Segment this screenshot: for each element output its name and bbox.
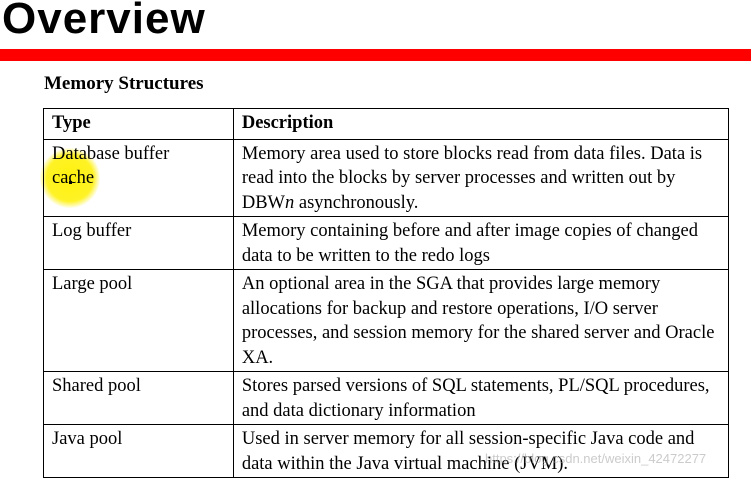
row-description-cell: An optional area in the SGA that provide… bbox=[232, 269, 730, 372]
row-type-cell: Log buffer bbox=[43, 216, 234, 270]
table-row: Shared pool Stores parsed versions of SQ… bbox=[43, 371, 730, 425]
row-type-cell: Large pool bbox=[43, 269, 234, 372]
row-type-cell: Shared pool bbox=[43, 371, 234, 425]
table-header-row: Type Description bbox=[43, 108, 730, 140]
table-row: Java pool Used in server memory for all … bbox=[43, 424, 730, 478]
column-header-description: Description bbox=[232, 108, 730, 140]
watermark-text: https://blog.csdn.net/weixin_42472277 bbox=[485, 451, 707, 466]
row-description-cell: Memory containing before and after image… bbox=[232, 216, 730, 270]
description-text: Memory area used to store blocks read fr… bbox=[241, 143, 703, 213]
mouse-cursor-icon bbox=[69, 181, 72, 184]
row-description-cell: Used in server memory for all session-sp… bbox=[232, 424, 730, 478]
section-heading: Memory Structures bbox=[44, 73, 204, 94]
table-row: Large pool An optional area in the SGA t… bbox=[43, 269, 730, 372]
row-description-cell: Memory area used to store blocks read fr… bbox=[232, 138, 730, 217]
table-row: Log buffer Memory containing before and … bbox=[43, 216, 730, 270]
slide-title: Overview bbox=[2, 0, 206, 43]
row-type-cell: Java pool bbox=[43, 424, 234, 478]
memory-structures-table: Type Description Database buffer cache M… bbox=[43, 108, 730, 478]
description-text: asynchronously. bbox=[294, 192, 419, 213]
table-row: Database buffer cache Memory area used t… bbox=[43, 138, 730, 217]
description-text-italic: n bbox=[285, 192, 295, 213]
column-header-type: Type bbox=[43, 108, 234, 140]
title-underline-bar bbox=[0, 49, 751, 61]
row-type-cell: Database buffer cache bbox=[43, 138, 234, 217]
row-description-cell: Stores parsed versions of SQL statements… bbox=[232, 371, 730, 425]
